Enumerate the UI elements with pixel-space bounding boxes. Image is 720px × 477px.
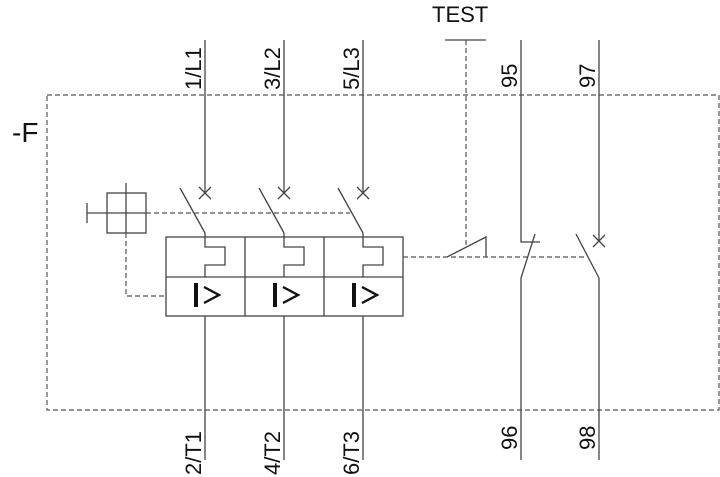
overcurrent-arrow-icon	[361, 285, 380, 305]
switch-blade	[337, 187, 364, 234]
main-pole-3	[337, 40, 384, 460]
test-label: TEST	[432, 2, 488, 27]
switch-blade	[179, 187, 206, 234]
terminal-label-5-L3: 5/L3	[339, 47, 364, 90]
thermal-element	[204, 233, 226, 277]
device-boundary	[46, 94, 720, 411]
relay-body	[165, 236, 404, 317]
manual-operator	[86, 183, 350, 297]
thermal-element	[362, 233, 384, 277]
terminal-label-4-T2: 4/T2	[260, 431, 285, 475]
main-pole-2	[258, 40, 305, 460]
device-tag: -F	[12, 117, 38, 148]
terminal-label-1-L1: 1/L1	[181, 47, 206, 90]
switch-blade	[258, 187, 285, 234]
terminal-label-6-T3: 6/T3	[339, 431, 364, 475]
overcurrent-arrow-icon	[282, 285, 301, 305]
cross-icon	[198, 186, 212, 200]
terminal-label-96: 96	[497, 426, 522, 450]
overcurrent-arrow-icon	[203, 285, 222, 305]
terminal-label-98: 98	[575, 426, 600, 450]
terminal-label-97: 97	[575, 64, 600, 88]
aux-contact-nc	[520, 40, 540, 460]
terminal-label-95: 95	[497, 64, 522, 88]
aux-contact-no	[575, 40, 606, 460]
main-pole-1	[179, 40, 226, 460]
test-contact-symbol	[446, 235, 487, 258]
cross-icon	[277, 186, 291, 200]
cross-icon	[356, 186, 370, 200]
cross-icon	[592, 234, 606, 248]
thermal-element	[283, 233, 305, 277]
terminal-label-2-T1: 2/T1	[181, 431, 206, 475]
terminal-label-3-L2: 3/L2	[260, 47, 285, 90]
